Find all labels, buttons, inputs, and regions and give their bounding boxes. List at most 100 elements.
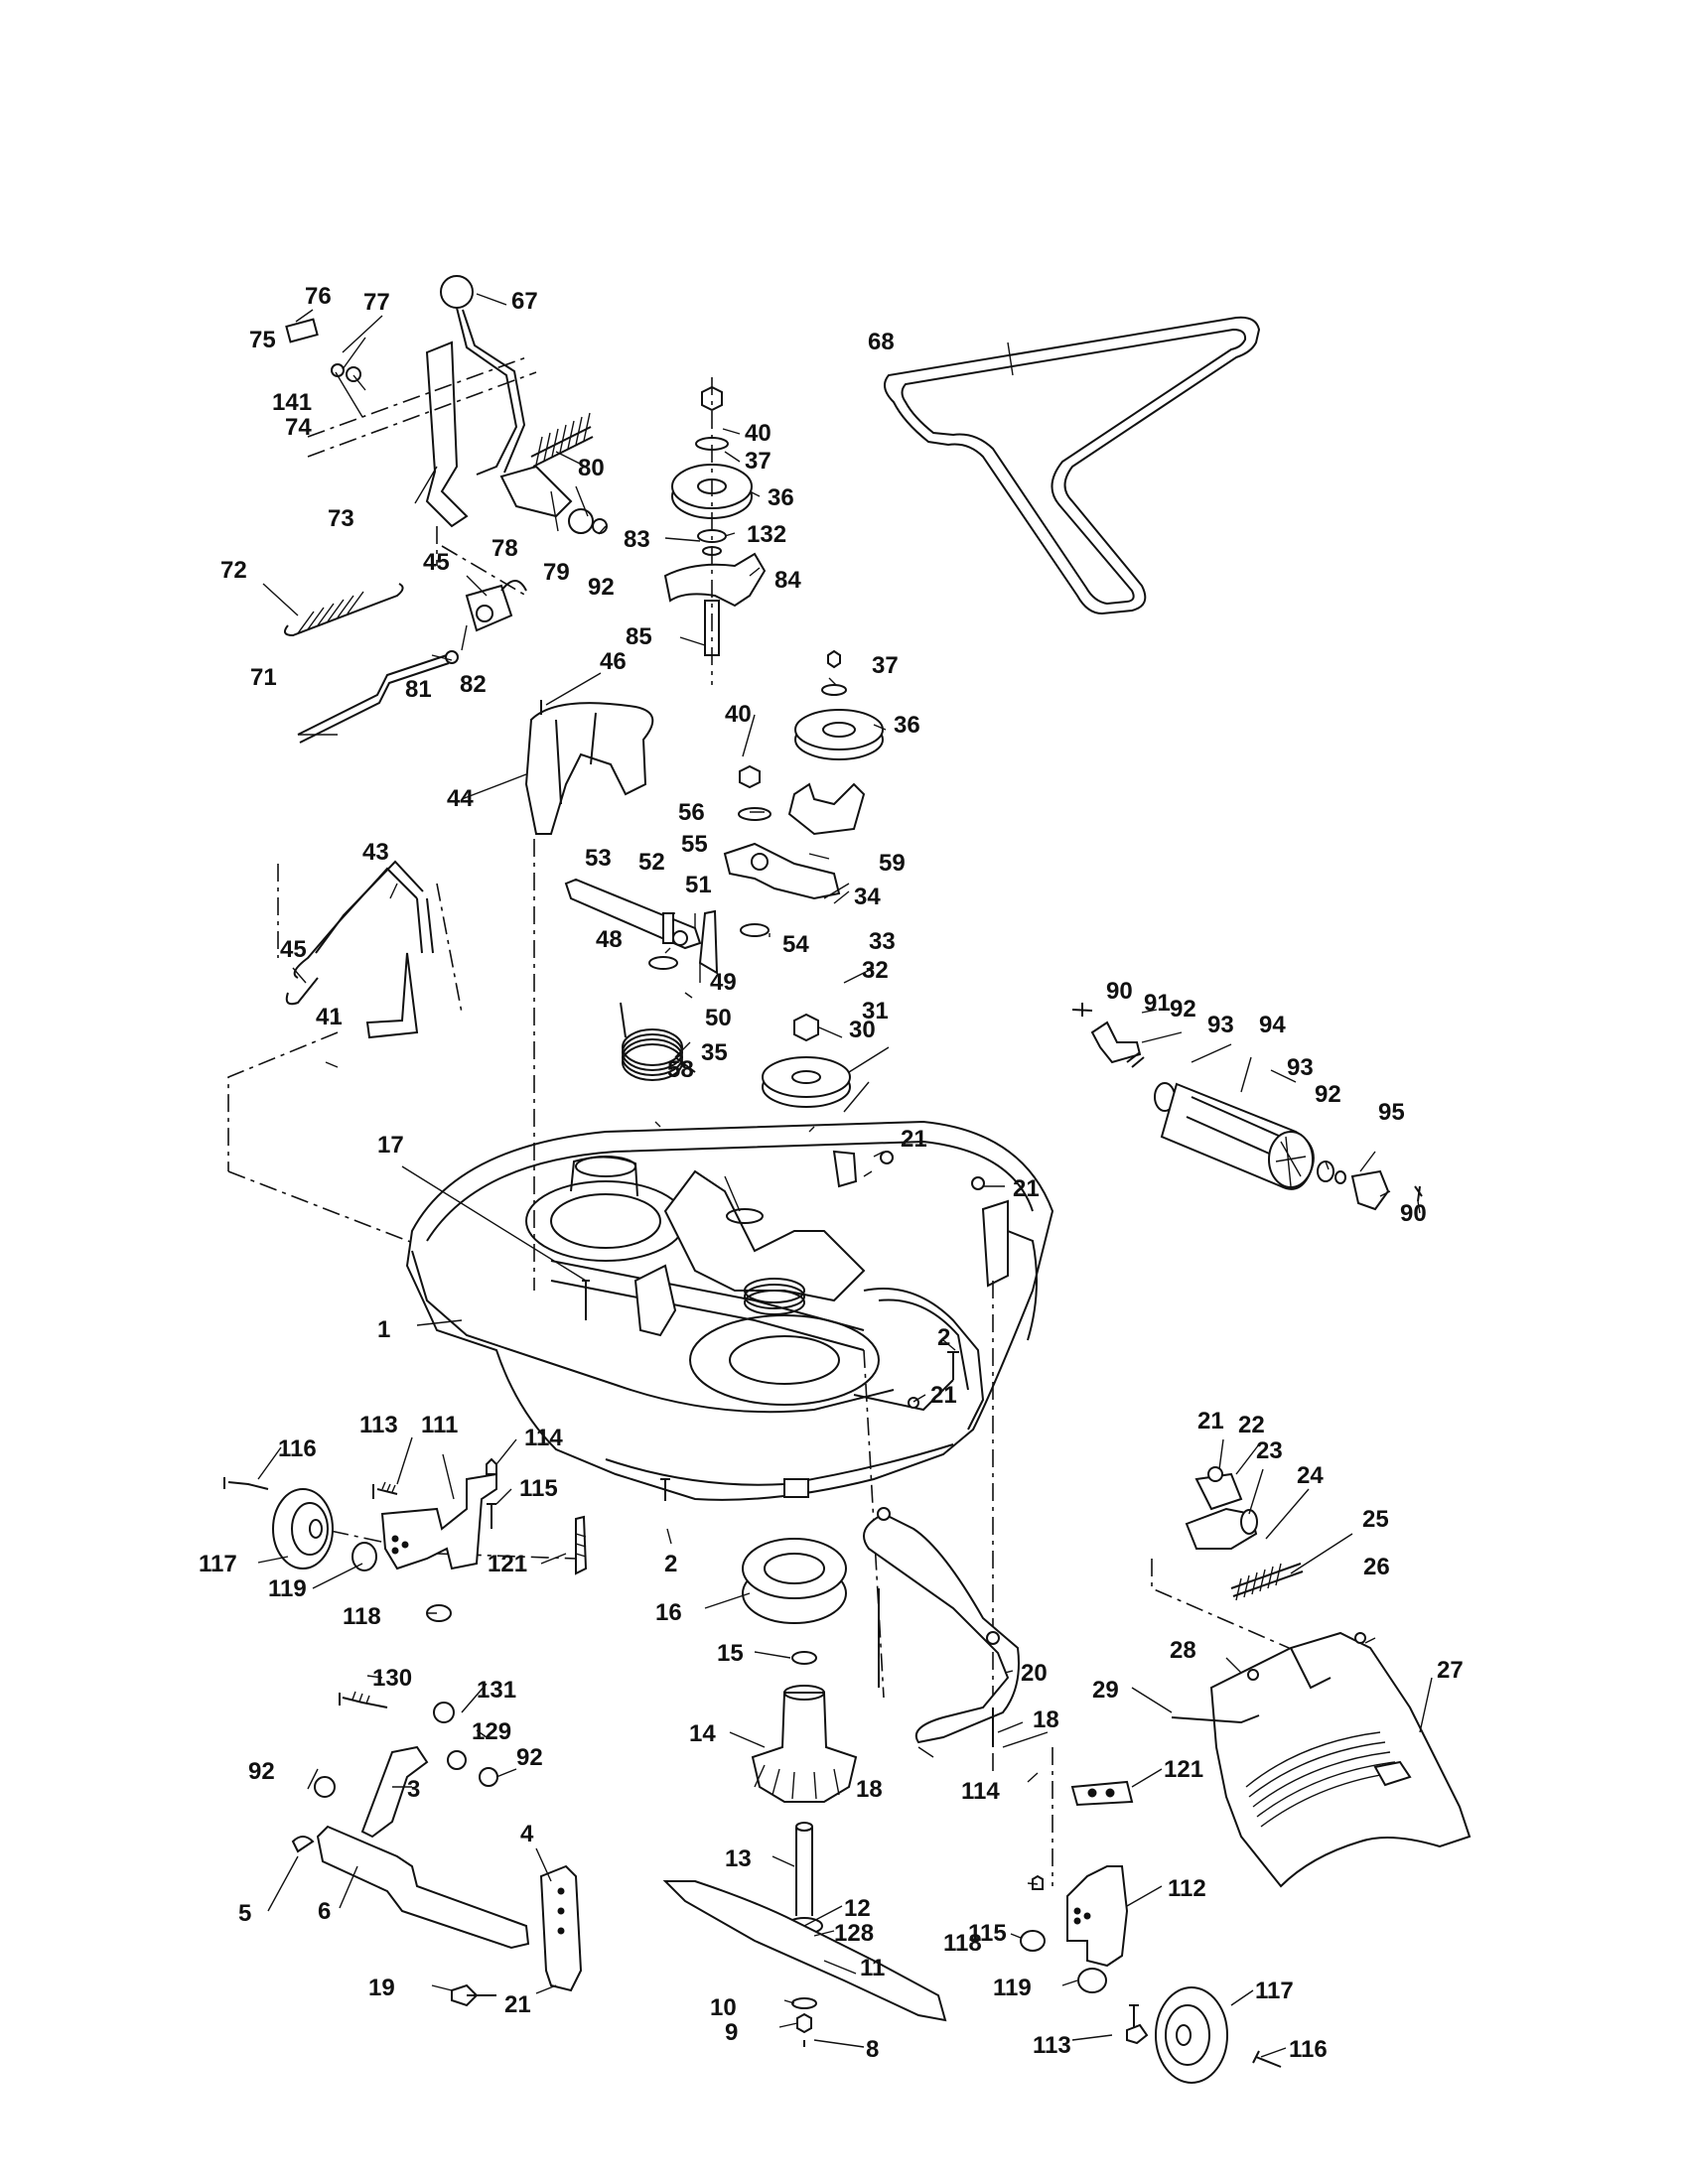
deck-roller	[1071, 1003, 1423, 1211]
label-116b: 116	[1289, 2036, 1328, 2063]
label-52: 52	[638, 849, 665, 876]
label-5: 5	[238, 1900, 251, 1927]
label-27: 27	[1437, 1657, 1464, 1684]
label-95: 95	[1378, 1099, 1405, 1126]
label-21a: 21	[901, 1126, 927, 1153]
label-130: 130	[372, 1665, 412, 1692]
label-45b: 45	[280, 936, 307, 963]
label-116a: 116	[278, 1435, 317, 1462]
label-21c: 21	[930, 1382, 957, 1409]
label-72: 72	[220, 557, 247, 584]
label-45a: 45	[423, 549, 450, 576]
label-118a: 118	[343, 1603, 381, 1630]
label-28: 28	[1170, 1637, 1196, 1664]
label-41: 41	[316, 1004, 343, 1030]
idler-arm	[564, 878, 719, 1081]
label-55: 55	[681, 831, 708, 858]
label-24: 24	[1297, 1462, 1324, 1489]
lever-spring	[530, 412, 594, 468]
label-36a: 36	[768, 484, 794, 511]
label-117a: 117	[199, 1551, 237, 1577]
label-84: 84	[774, 567, 801, 594]
blade-spindle	[662, 1538, 947, 2047]
label-26: 26	[1363, 1554, 1390, 1580]
label-8: 8	[866, 2036, 879, 2063]
label-131: 131	[477, 1677, 516, 1704]
label-37a: 37	[745, 448, 772, 475]
label-12: 12	[844, 1895, 871, 1922]
label-51: 51	[685, 872, 712, 898]
label-81: 81	[405, 676, 432, 703]
label-14: 14	[689, 1720, 716, 1747]
label-10: 10	[710, 1994, 737, 2021]
label-29: 29	[1092, 1677, 1119, 1704]
label-44: 44	[447, 785, 474, 812]
label-114b: 114	[961, 1778, 1000, 1805]
label-92e: 92	[516, 1744, 543, 1771]
label-83: 83	[624, 526, 650, 553]
label-21b: 21	[1013, 1175, 1040, 1202]
lift-arm	[227, 860, 537, 1292]
leader-lines	[257, 293, 1433, 2058]
label-50: 50	[705, 1005, 732, 1031]
label-77: 77	[363, 289, 390, 316]
label-82: 82	[460, 671, 487, 698]
label-1: 1	[377, 1316, 390, 1343]
label-85: 85	[626, 623, 652, 650]
label-19: 19	[368, 1975, 395, 2001]
label-113a: 113	[359, 1412, 398, 1438]
label-35: 35	[701, 1039, 728, 1066]
label-23: 23	[1256, 1437, 1283, 1464]
label-68: 68	[868, 329, 895, 355]
label-31: 31	[862, 998, 889, 1024]
label-21d: 21	[1197, 1408, 1224, 1434]
label-129: 129	[472, 1718, 511, 1745]
idler-pulley-middle	[723, 649, 884, 937]
label-33: 33	[869, 928, 896, 955]
label-115b: 115	[968, 1920, 1007, 1947]
front-link-assembly	[291, 1691, 583, 2007]
label-93b: 93	[1287, 1054, 1314, 1081]
label-92d: 92	[248, 1758, 275, 1785]
label-118b: 118	[943, 1930, 982, 1957]
label-22: 22	[1238, 1412, 1265, 1438]
label-115a: 115	[519, 1475, 558, 1502]
label-53: 53	[585, 845, 612, 872]
label-79: 79	[543, 559, 570, 586]
label-90a: 90	[1106, 978, 1133, 1005]
label-18b: 18	[856, 1776, 883, 1803]
label-43: 43	[362, 839, 389, 866]
label-11: 11	[860, 1955, 885, 1981]
label-34: 34	[854, 884, 881, 910]
label-40b: 40	[725, 701, 752, 728]
label-58: 58	[667, 1056, 694, 1083]
label-2a: 2	[937, 1324, 950, 1351]
gauge-wheel-right	[1020, 1780, 1282, 2084]
label-20: 20	[1021, 1660, 1048, 1687]
belt-guard	[524, 700, 654, 835]
idler-pulley-upper	[663, 377, 767, 685]
label-132: 132	[747, 521, 786, 548]
label-15: 15	[717, 1640, 744, 1667]
label-3: 3	[407, 1776, 420, 1803]
label-114a: 114	[524, 1425, 563, 1451]
label-48: 48	[596, 926, 623, 953]
label-119b: 119	[993, 1975, 1032, 2001]
label-2b: 2	[664, 1551, 677, 1577]
label-6: 6	[318, 1898, 331, 1925]
label-13: 13	[725, 1845, 752, 1872]
label-40a: 40	[745, 420, 772, 447]
label-141: 141	[272, 389, 312, 416]
label-93a: 93	[1207, 1012, 1234, 1038]
label-37b: 37	[872, 652, 899, 679]
drive-belt	[884, 316, 1261, 615]
label-128: 128	[834, 1920, 874, 1947]
label-30: 30	[849, 1017, 876, 1043]
label-92c: 92	[1315, 1081, 1341, 1108]
belt-guard-lower	[863, 1507, 1020, 1747]
label-74: 74	[285, 414, 312, 441]
label-76: 76	[305, 283, 332, 310]
label-90b: 90	[1400, 1200, 1427, 1227]
label-18a: 18	[1033, 1706, 1059, 1733]
